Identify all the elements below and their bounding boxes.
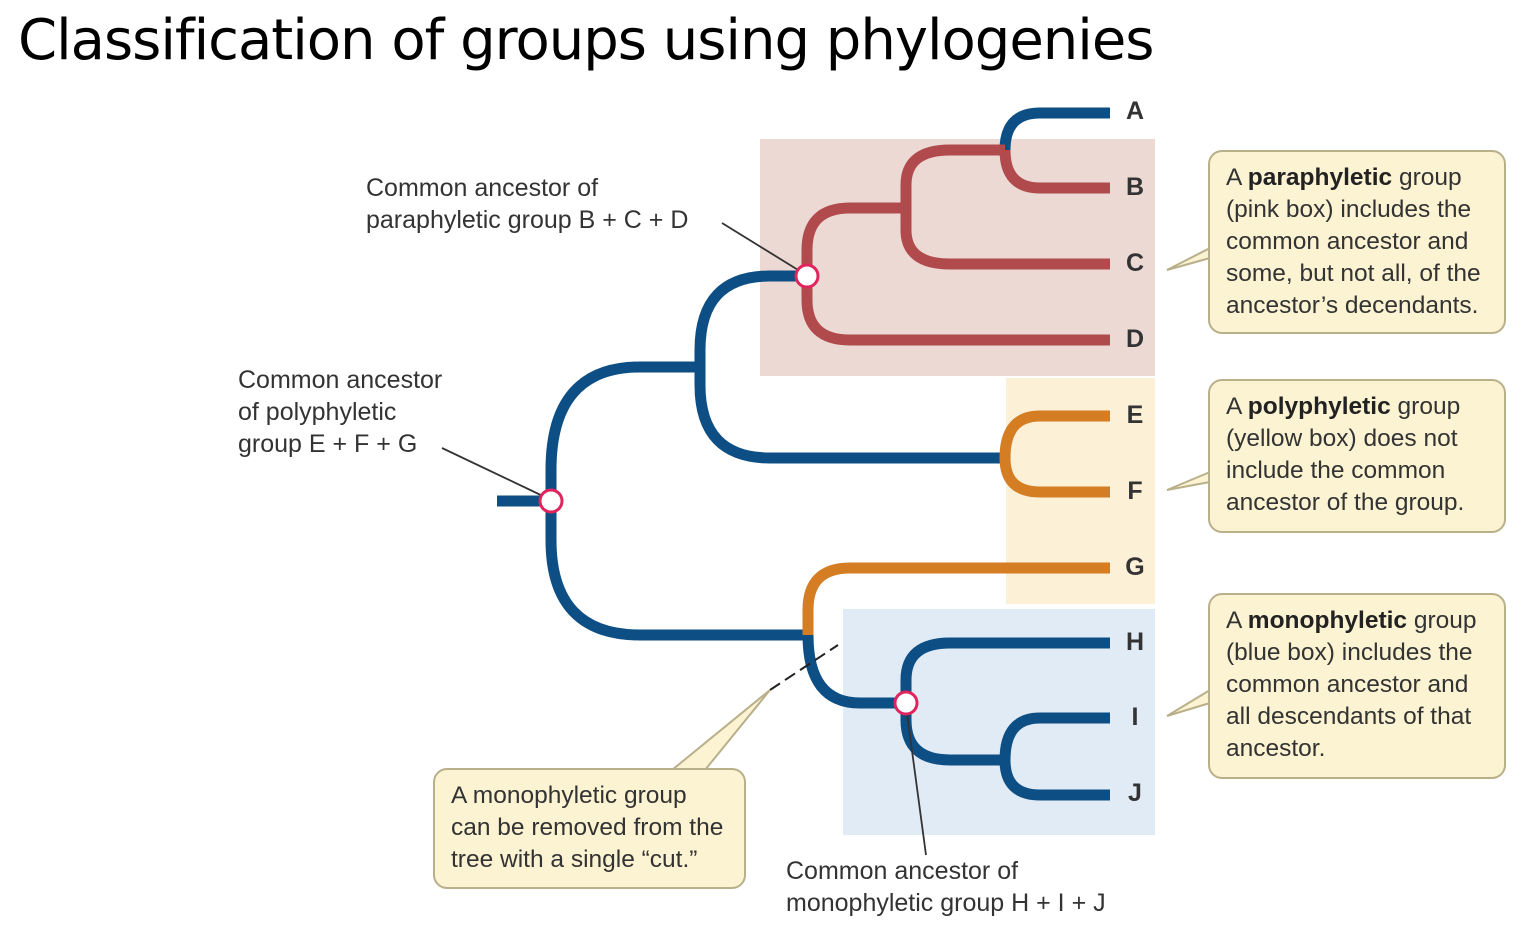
branch-to-ef [694,367,1005,464]
monophyletic-term: monophyletic [1247,607,1408,634]
cut-line [769,644,839,691]
branch-to-hij [802,634,906,709]
callout-tail-paraphyletic [1166,247,1211,271]
branch-d [801,276,1110,346]
branch-lower [545,501,808,641]
callout-tail-monophyletic [1166,689,1211,717]
pointer-monophyletic-ancestor [905,705,927,856]
callout-tail-polyphyletic [1166,471,1211,491]
node-paraphyletic-ancestor [794,263,820,289]
tip-label-e: E [1126,401,1144,429]
tip-label-d: D [1125,325,1145,353]
branch-to-a [999,107,1110,151]
tip-label-b: B [1125,173,1145,201]
tip-label-h: H [1125,628,1145,656]
branch-c [900,208,1110,270]
tip-label-i: I [1131,703,1139,731]
callout-cut: A monophyletic group can be removed from… [433,768,746,889]
polyphyletic-term: polyphyletic [1247,393,1391,420]
callout-paraphyletic: A paraphyletic group (pink box) includes… [1208,150,1506,334]
polyphyletic-ancestor-label: Common ancestor of polyphyletic group E … [238,366,443,458]
paraphyletic-ancestor-label: Common ancestor of paraphyletic group B … [366,174,689,234]
tip-label-c: C [1125,249,1145,277]
page-title: Classification of groups using phylogeni… [18,8,1154,73]
branch-g [802,562,1110,635]
branch-to-i [999,712,1110,761]
branch-to-bcd [694,270,807,367]
branch-bc-stem [801,202,906,276]
callout-monophyletic: A monophyletic group (blue box) includes… [1208,593,1506,779]
tip-label-a: A [1125,97,1145,125]
pointer-paraphyletic-ancestor [721,222,804,274]
node-monophyletic-ancestor [893,690,919,716]
callout-polyphyletic: A polyphyletic group (yellow box) does n… [1208,379,1506,533]
branch-upper [545,361,700,501]
pointer-polyphyletic-ancestor [441,447,548,499]
node-polyphyletic-ancestor [538,488,564,514]
branch-to-h [900,637,1110,703]
callout-tail-cut [671,689,771,771]
branch-e [999,410,1110,459]
branch-f [999,457,1110,498]
tip-label-j: J [1128,779,1142,807]
branch-b [999,149,1110,194]
tip-label-g: G [1125,553,1145,581]
tip-label-f: F [1127,477,1143,505]
branch-b-stem [900,144,1005,208]
paraphyletic-term: paraphyletic [1247,164,1393,191]
branch-to-j [999,759,1110,801]
monophyletic-ancestor-label: Common ancestor of monophyletic group H … [786,857,1106,917]
branch-to-ij [900,703,1005,766]
